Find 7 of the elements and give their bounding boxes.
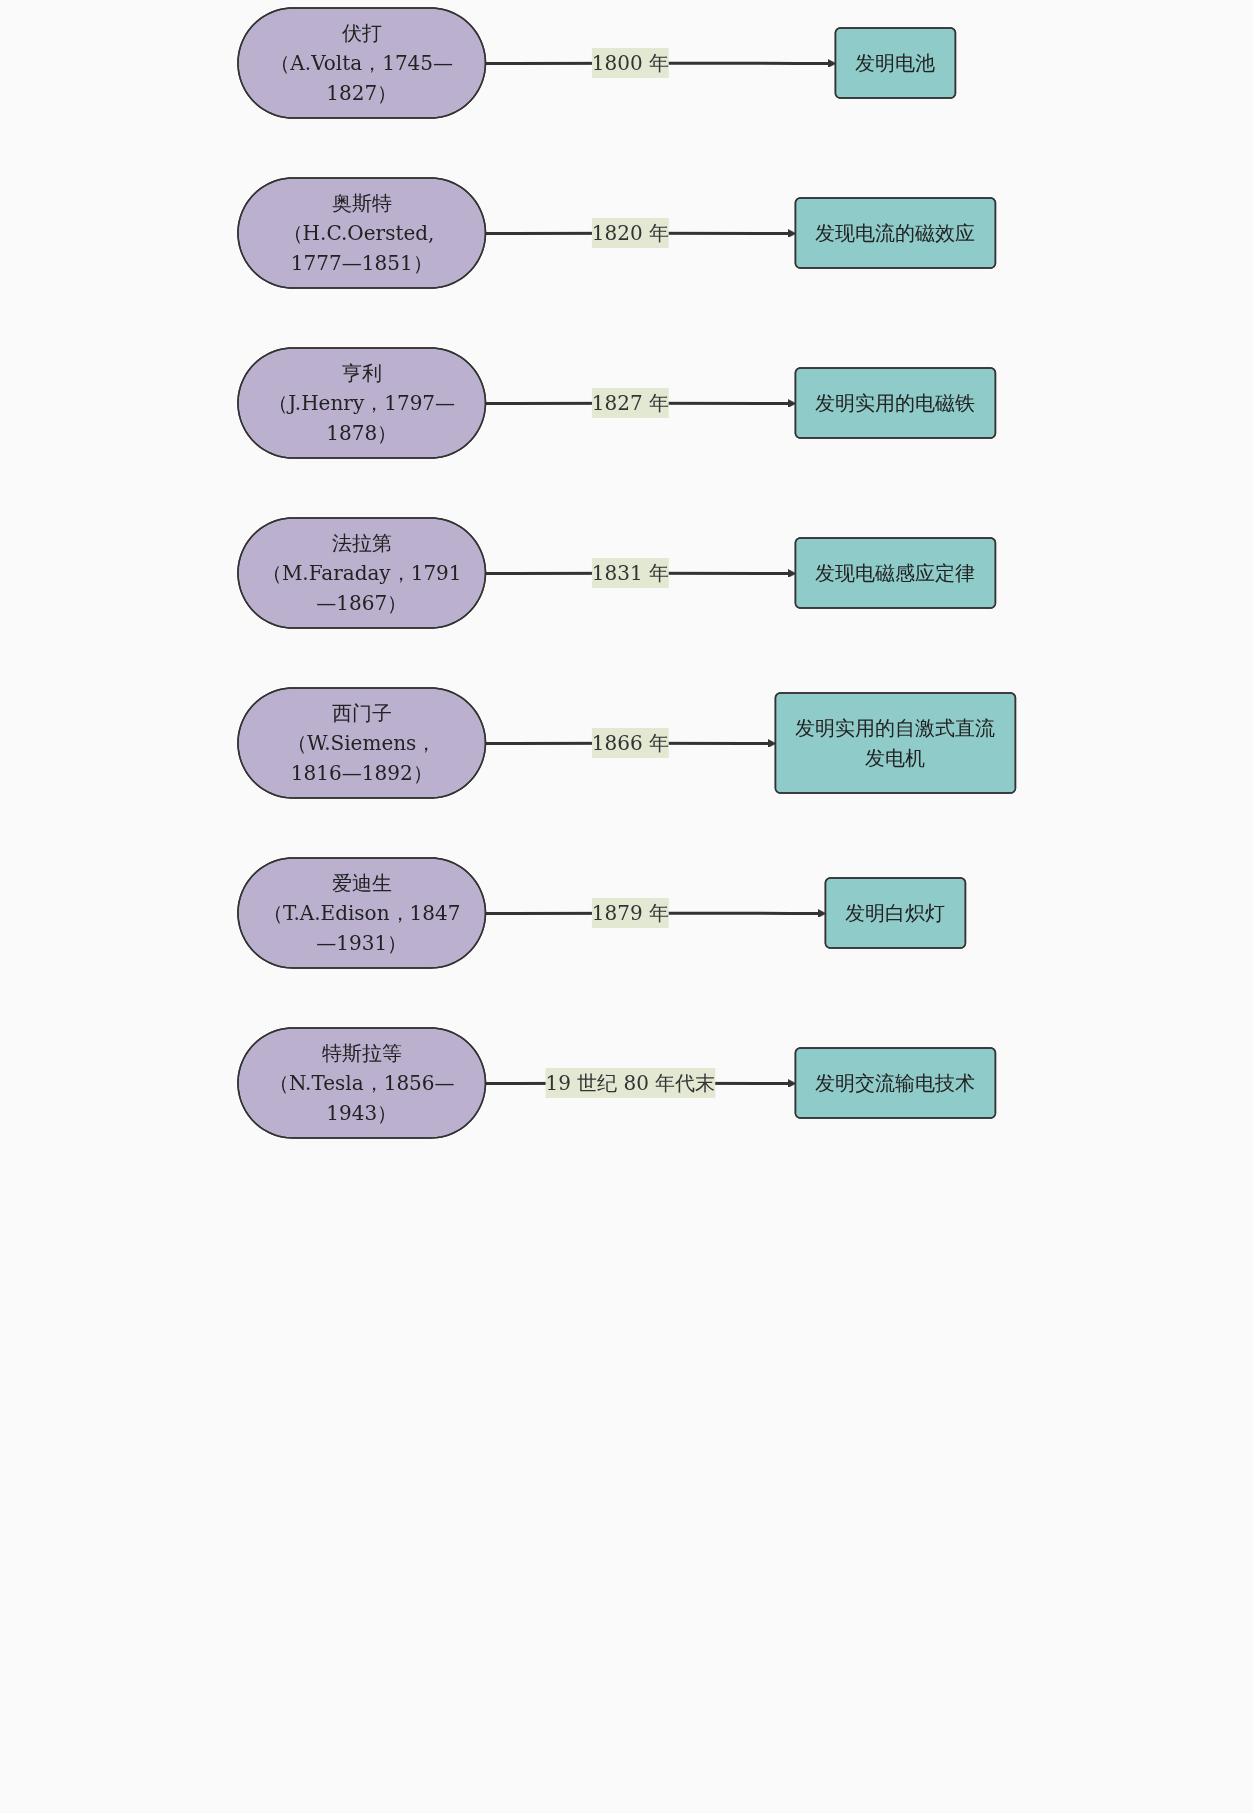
edge-label: 1879 年	[591, 900, 669, 925]
edge-label: 1831 年	[591, 560, 669, 585]
edge-label: 1800 年	[591, 51, 669, 75]
edge-label: 1820 年	[591, 221, 669, 245]
edge-label: 1866 年	[591, 730, 669, 755]
edge-label: 1827 年	[591, 390, 669, 415]
edge-label: 19 世纪 80 年代末	[545, 1070, 716, 1095]
